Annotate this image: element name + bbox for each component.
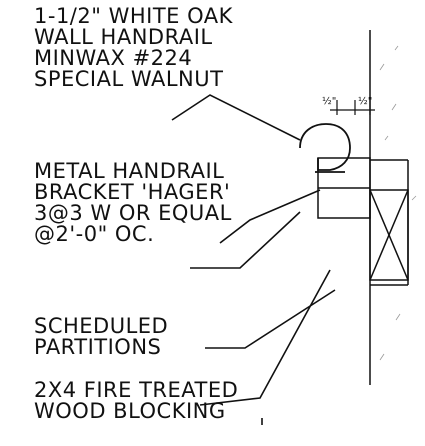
bracket-note-line-3: 3@3 W OR EQUAL bbox=[34, 201, 232, 225]
bracket-plate bbox=[317, 157, 371, 219]
partitions-note-line-1: SCHEDULED bbox=[34, 314, 169, 338]
bracket-note-line-2: BRACKET 'HAGER' bbox=[34, 180, 231, 204]
partitions-note: SCHEDULED PARTITIONS bbox=[34, 316, 168, 358]
dimension-label-right: ½" bbox=[358, 95, 372, 107]
wall-hatch bbox=[379, 45, 417, 361]
partitions-note-line-2: PARTITIONS bbox=[34, 335, 162, 359]
blocking-note-line-2: WOOD BLOCKING bbox=[34, 399, 226, 423]
handrail-note-line-3: MINWAX #224 bbox=[34, 46, 193, 70]
wood-blocking bbox=[369, 189, 409, 281]
bracket-note-line-4: @2'-0" OC. bbox=[34, 222, 155, 246]
blocking-note: 2x4 FIRE TREATED WOOD BLOCKING bbox=[34, 380, 238, 422]
handrail-profile bbox=[299, 123, 351, 173]
handrail-note-line-2: WALL HANDRAIL bbox=[34, 25, 213, 49]
handrail-note-line-4: SPECIAL WALNUT bbox=[34, 67, 224, 91]
handrail-note: 1-1/2" WHITE OAK WALL HANDRAIL MINWAX #2… bbox=[34, 6, 233, 90]
partition-wall bbox=[369, 30, 409, 385]
dimension-marks bbox=[330, 100, 375, 115]
handrail-note-line-1: 1-1/2" WHITE OAK bbox=[34, 4, 233, 28]
dimension-label-left: ½" bbox=[322, 95, 336, 107]
bracket-note-line-1: METAL HANDRAIL bbox=[34, 159, 225, 183]
bracket-note: METAL HANDRAIL BRACKET 'HAGER' 3@3 W OR … bbox=[34, 161, 232, 245]
leader-lines bbox=[171, 94, 336, 425]
blocking-note-line-1: 2x4 FIRE TREATED bbox=[34, 378, 239, 402]
